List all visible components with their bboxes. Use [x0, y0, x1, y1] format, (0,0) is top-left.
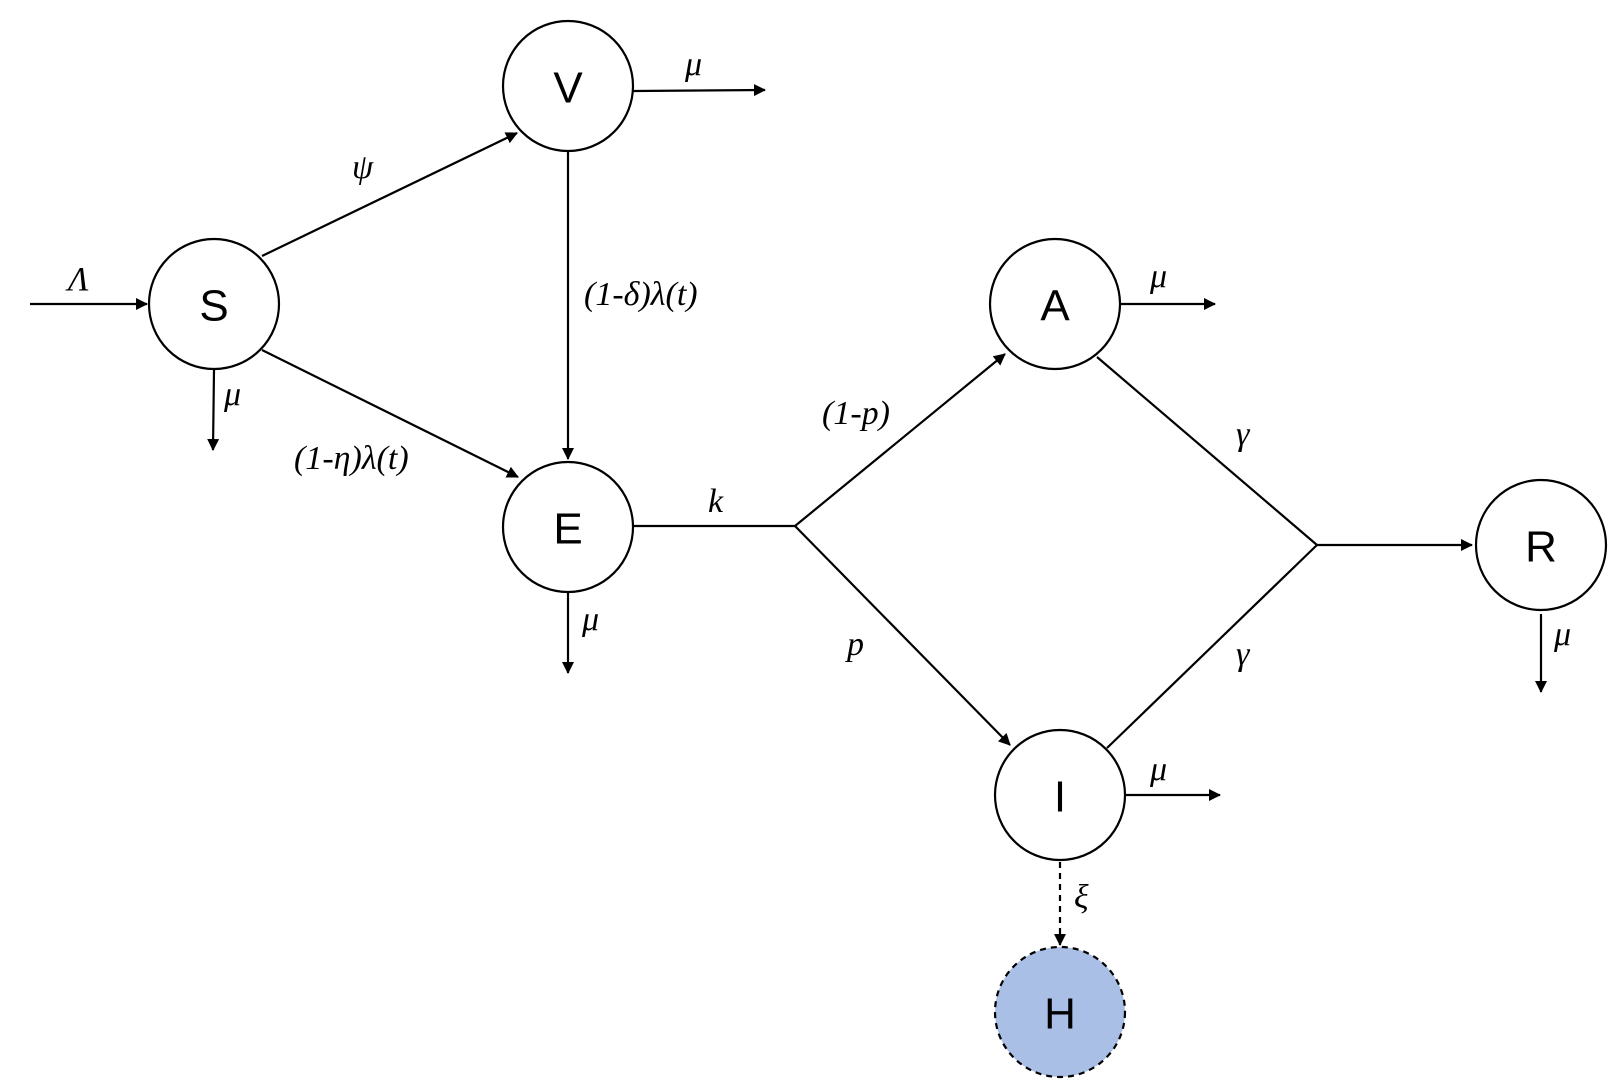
node-v: V — [501, 19, 635, 153]
edge-branch-to-a — [794, 353, 1006, 527]
edge-s-to-v — [261, 132, 518, 257]
rate-p: p — [845, 626, 864, 663]
node-h-label: H — [1044, 990, 1076, 1039]
node-i: I — [993, 728, 1127, 862]
node-a-label: A — [1040, 282, 1070, 331]
rate-vaccination: ψ — [352, 149, 374, 186]
edge-s-to-e — [261, 349, 519, 478]
rate-k: k — [708, 483, 724, 520]
rate-gamma-a: γ — [1236, 416, 1251, 453]
rate-mu-r: μ — [1553, 616, 1571, 653]
rate-mu-i: μ — [1149, 751, 1167, 788]
rate-hospitalization: ξ — [1074, 879, 1089, 916]
edge-i-to-merge — [1106, 544, 1318, 749]
rate-mu-a: μ — [1149, 258, 1167, 295]
rate-mu-e: μ — [581, 601, 599, 638]
node-s: S — [147, 237, 281, 371]
node-e: E — [501, 460, 635, 594]
rate-mu-s: μ — [223, 376, 241, 413]
rate-gamma-i: γ — [1236, 636, 1251, 673]
rate-one-minus-p: (1-p) — [822, 395, 890, 432]
edge-v-death — [632, 84, 766, 97]
rate-v-to-e: (1-δ)λ(t) — [584, 276, 698, 313]
rate-s-to-e: (1-η)λ(t) — [294, 440, 409, 477]
edge-a-to-merge — [1096, 356, 1318, 546]
node-h: H — [993, 945, 1127, 1079]
node-i-label: I — [1054, 773, 1066, 822]
rate-recruitment: Λ — [65, 261, 89, 298]
rate-mu-v: μ — [684, 46, 702, 83]
node-r: R — [1474, 478, 1608, 612]
node-s-label: S — [199, 282, 228, 331]
edge-s-death — [207, 369, 220, 451]
node-e-label: E — [553, 505, 582, 554]
edge-branch-to-i — [794, 525, 1011, 746]
node-v-label: V — [553, 64, 583, 113]
node-r-label: R — [1525, 523, 1557, 572]
node-a: A — [988, 237, 1122, 371]
